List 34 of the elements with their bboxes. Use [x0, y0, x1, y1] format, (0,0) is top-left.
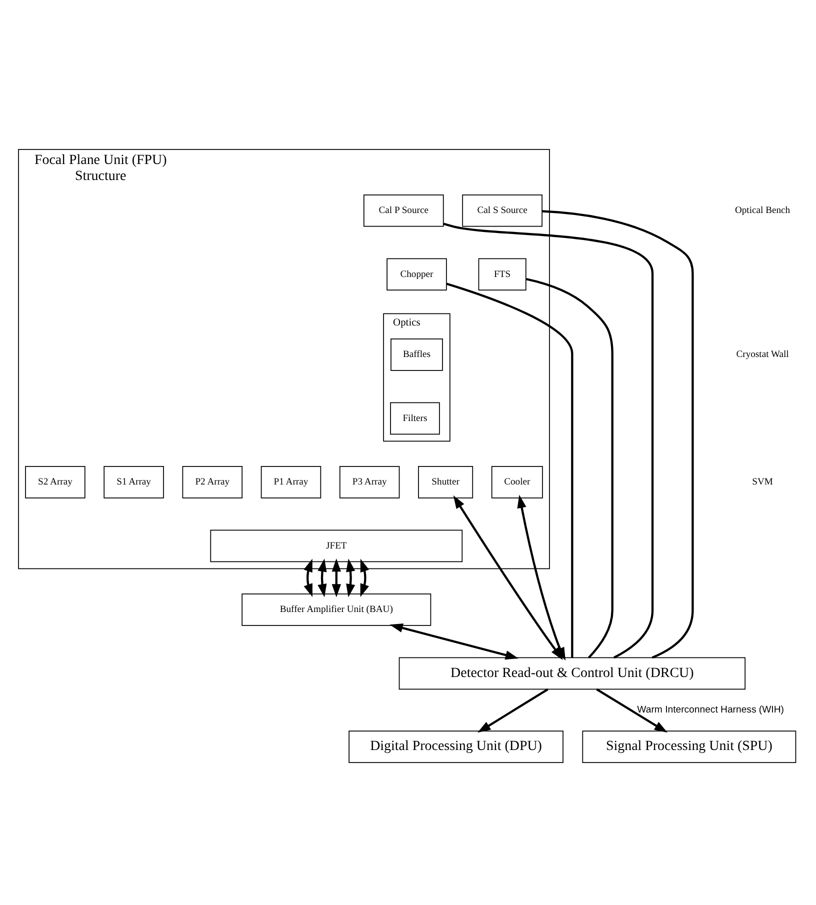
- label: Optical Bench: [734, 205, 790, 216]
- node-box: Detector Read-out & Control Unit (DRCU): [398, 657, 746, 690]
- arrow: [304, 558, 312, 598]
- node-box: S1 Array: [104, 466, 164, 498]
- arrow: [390, 623, 519, 660]
- node-box: Digital Processing Unit (DPU): [348, 730, 564, 763]
- arrow: [346, 558, 356, 598]
- node-box: P1 Array: [260, 466, 322, 498]
- arrow: [360, 558, 370, 598]
- edge-label: Warm Interconnect Harness (WIH): [637, 704, 784, 716]
- connector: [542, 210, 694, 659]
- node-box: Cal P Source: [363, 194, 444, 227]
- arrow: [318, 558, 327, 598]
- node-box: FTS: [478, 258, 526, 291]
- node-box: Buffer Amplifier Unit (BAU): [242, 594, 432, 626]
- node-box: Signal Processing Unit (SPU): [582, 730, 796, 763]
- arrow: [596, 688, 668, 733]
- label: SVM: [752, 476, 773, 488]
- node-box: P3 Array: [339, 466, 400, 498]
- arrow: [478, 688, 548, 733]
- label: Cryostat Wall: [736, 349, 789, 360]
- node-box: Baffles: [390, 338, 443, 371]
- connector: [443, 222, 654, 659]
- node-box: JFET: [210, 530, 463, 562]
- arrow: [332, 558, 341, 598]
- node-box: Chopper: [386, 258, 447, 291]
- node-box: Cal S Source: [462, 194, 542, 227]
- node-box: Shutter: [418, 466, 474, 498]
- node-box: P2 Array: [182, 466, 243, 498]
- node-box: Filters: [390, 402, 440, 435]
- connector: [526, 278, 614, 658]
- connector: [446, 282, 574, 658]
- node-box: Cooler: [491, 466, 543, 498]
- node-box: S2 Array: [25, 466, 86, 498]
